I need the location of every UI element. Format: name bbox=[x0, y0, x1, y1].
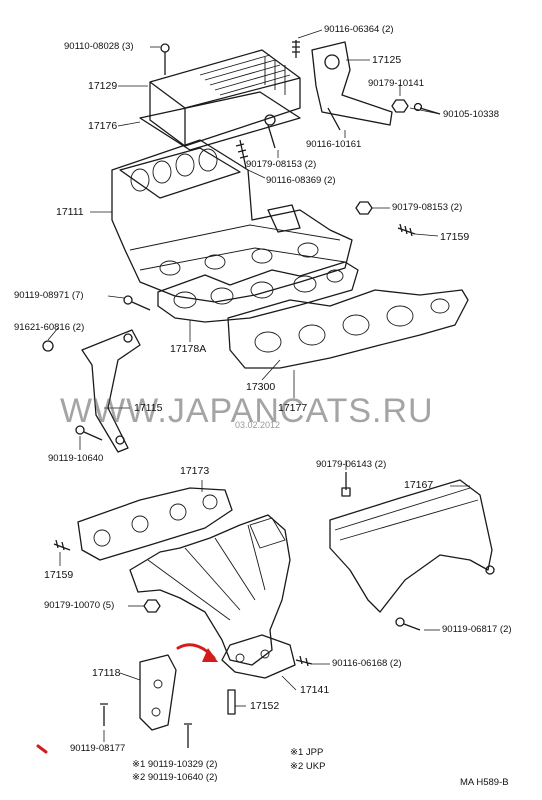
label-17173: 17173 bbox=[180, 465, 210, 477]
label-footnote-2: ※2 90119-10640 (2) bbox=[132, 772, 218, 783]
label-17125: 17125 bbox=[372, 54, 402, 66]
stud-17159 bbox=[397, 223, 416, 237]
label-17300: 17300 bbox=[246, 381, 276, 393]
leader-lines bbox=[47, 29, 470, 742]
bracket-17125 bbox=[311, 41, 393, 126]
label-17176: 17176 bbox=[88, 120, 118, 132]
label-17111: 17111 bbox=[56, 206, 84, 218]
label-90179-10141: 90179-10141 bbox=[368, 78, 424, 89]
label-90110-08028: 90110-08028 (3) bbox=[64, 41, 134, 52]
nut-90179-08153 bbox=[264, 114, 276, 126]
label-90119-08177: 90119-08177 bbox=[70, 743, 126, 754]
washer-91621-60816 bbox=[42, 340, 54, 352]
exhaust-manifold-17141 bbox=[129, 514, 296, 679]
stud-90116-06364 bbox=[292, 40, 300, 58]
intake-connector-17129 bbox=[149, 49, 301, 147]
bolt-90105-10338 bbox=[413, 102, 441, 115]
stay-17118 bbox=[139, 654, 177, 731]
gasket-17152 bbox=[227, 689, 236, 715]
label-90179-10070: 90179-10070 (5) bbox=[44, 600, 115, 611]
bolt-90119-10329 bbox=[184, 723, 192, 748]
label-90119-10640: 90119-10640 bbox=[48, 453, 104, 464]
label-17152: 17152 bbox=[250, 700, 280, 712]
stud-90116-08369 bbox=[235, 139, 249, 169]
label-91621-60816: 91621-60816 (2) bbox=[14, 322, 85, 333]
label-90105-10338: 90105-10338 bbox=[443, 109, 499, 120]
stud-90116-06168 bbox=[295, 655, 313, 667]
bolt-90119-10640 bbox=[75, 425, 103, 441]
legend-jpp: ※1 JPP bbox=[290, 747, 324, 758]
label-90119-06817: 90119-06817 (2) bbox=[442, 624, 512, 635]
nut-90179-08153-right bbox=[355, 201, 373, 215]
watermark-date: 03.02.2012 bbox=[235, 420, 281, 430]
label-17159-top: 17159 bbox=[440, 231, 470, 243]
intake-manifold-17111 bbox=[111, 139, 353, 303]
exhaust-gasket-17173 bbox=[77, 487, 233, 561]
bolt-90119-08177 bbox=[100, 703, 108, 726]
pointer-arrow bbox=[176, 643, 218, 662]
nut-90179-10070 bbox=[143, 599, 161, 613]
label-90119-08971: 90119-08971 (7) bbox=[14, 290, 84, 301]
label-17115: 17115 bbox=[134, 402, 163, 414]
label-17118: 17118 bbox=[92, 667, 121, 679]
label-90116-08369: 90116-08369 (2) bbox=[266, 175, 336, 186]
stud-17159-lower bbox=[53, 539, 71, 551]
gasket-17176 bbox=[139, 91, 301, 151]
stay-17115 bbox=[81, 329, 141, 453]
label-90179-08153-top: 90179-08153 (2) bbox=[246, 159, 317, 170]
legend-ukp: ※2 UKP bbox=[290, 761, 326, 772]
nut-90179-10141 bbox=[391, 99, 409, 113]
bolt-90179-06143 bbox=[341, 472, 351, 497]
label-17178A: 17178A bbox=[170, 343, 207, 355]
bolt-90110-08028 bbox=[160, 43, 170, 75]
diagram-code: MA H589-B bbox=[460, 777, 509, 788]
label-90116-06168: 90116-06168 (2) bbox=[332, 658, 402, 669]
red-mark bbox=[36, 744, 48, 754]
label-90179-08153-right: 90179-08153 (2) bbox=[392, 202, 463, 213]
label-17167: 17167 bbox=[404, 479, 434, 491]
heat-insulator-17167 bbox=[329, 479, 495, 613]
label-17141: 17141 bbox=[300, 684, 330, 696]
label-90179-06143: 90179-06143 (2) bbox=[316, 459, 387, 470]
label-90116-06364: 90116-06364 (2) bbox=[324, 24, 394, 35]
bolt-90119-08971 bbox=[123, 295, 151, 311]
label-17129: 17129 bbox=[88, 80, 118, 92]
watermark: WWW.JAPANCATS.RU bbox=[60, 392, 434, 430]
label-17177: 17177 bbox=[278, 402, 308, 414]
bolt-90119-06817 bbox=[395, 617, 421, 631]
label-90116-10161: 90116-10161 bbox=[306, 139, 362, 150]
gasket-17177 bbox=[227, 289, 469, 369]
bolt-90116-10161 bbox=[327, 107, 341, 131]
gasket-17178A bbox=[157, 261, 359, 323]
label-17159-lower: 17159 bbox=[44, 569, 74, 581]
label-footnote-1: ※1 90119-10329 (2) bbox=[132, 759, 218, 770]
